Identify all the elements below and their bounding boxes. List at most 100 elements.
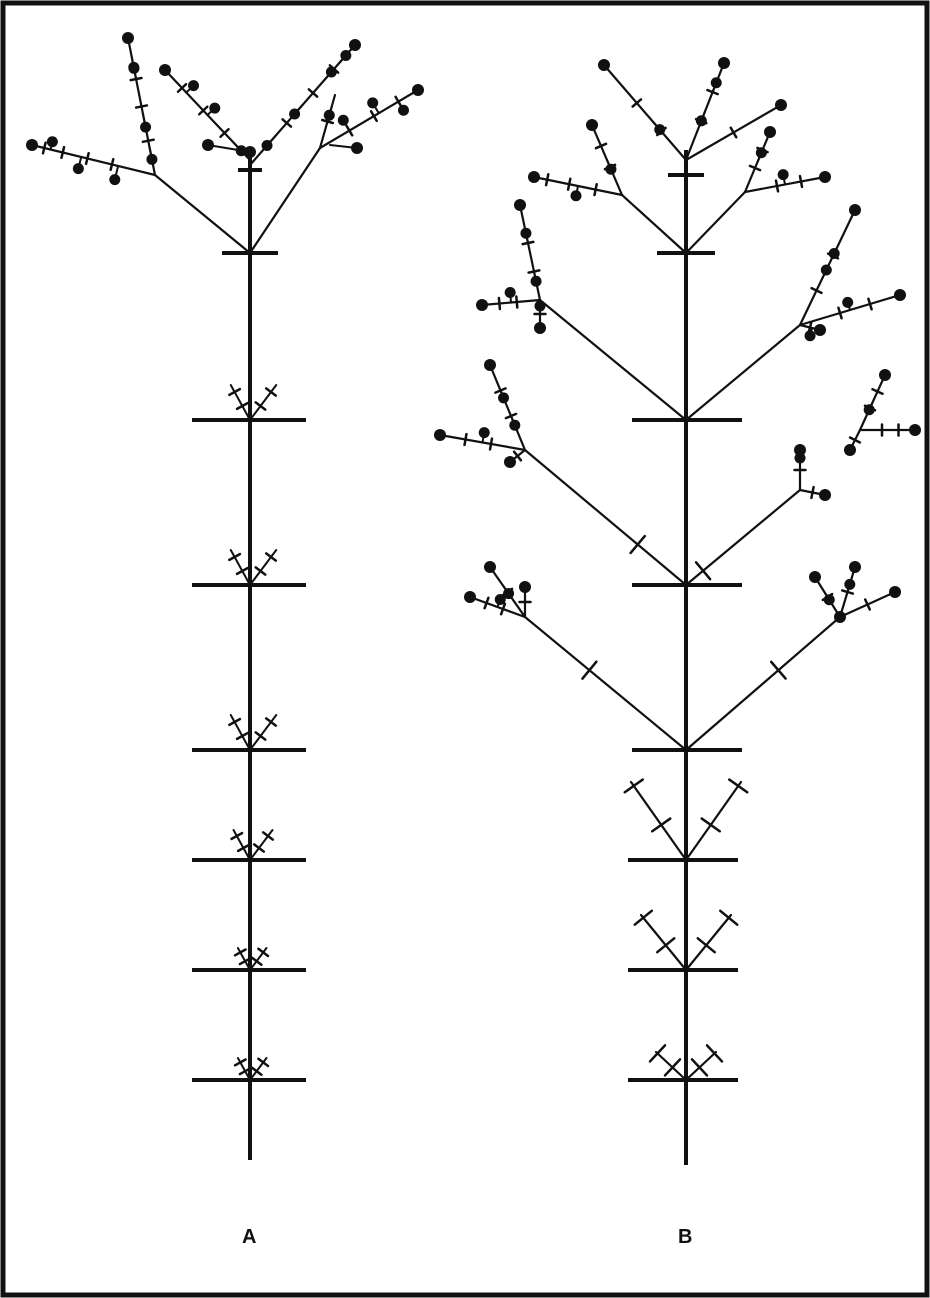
fruit — [598, 59, 610, 71]
fruit — [570, 190, 582, 202]
fruit — [844, 444, 856, 456]
fruit — [498, 392, 510, 404]
node-tick — [696, 937, 717, 954]
fruit — [710, 77, 722, 89]
node-tick — [463, 432, 468, 447]
fruit — [349, 39, 361, 51]
node-tick — [230, 831, 244, 841]
node-tick — [718, 909, 739, 926]
node-tick — [837, 306, 843, 320]
node-tick — [60, 145, 66, 160]
node-tick — [264, 552, 278, 562]
branch — [488, 363, 527, 452]
pedicel — [329, 144, 358, 149]
fruit — [476, 299, 488, 311]
fruit — [122, 32, 134, 44]
fruit — [777, 169, 789, 181]
plant-a-diagram — [26, 32, 424, 1160]
node-tick — [694, 561, 712, 581]
node-tick — [254, 731, 267, 741]
bud-twig — [629, 780, 688, 862]
fruit — [909, 424, 921, 436]
fruit — [412, 84, 424, 96]
fruit — [844, 578, 856, 590]
fruit — [504, 287, 516, 299]
fruit — [534, 322, 546, 334]
node-tick — [631, 98, 643, 108]
fruit — [509, 419, 521, 431]
fruit — [530, 275, 542, 287]
node-tick — [257, 947, 270, 958]
fruit — [695, 115, 707, 127]
fruit — [109, 174, 121, 186]
node-tick — [515, 295, 519, 309]
node-tick — [690, 1058, 709, 1077]
node-tick — [252, 843, 266, 853]
node-tick — [705, 1044, 724, 1063]
fruit — [834, 611, 846, 623]
fruit — [514, 199, 526, 211]
fruit — [879, 369, 891, 381]
node-tick — [633, 909, 654, 926]
node-tick — [483, 596, 490, 610]
node-tick — [871, 387, 884, 396]
lateral-branch — [523, 615, 688, 752]
node-tick — [863, 598, 872, 611]
bud-twig — [229, 549, 251, 586]
node-tick — [320, 118, 335, 125]
fruit — [188, 80, 200, 92]
node-tick — [254, 566, 267, 576]
fruit — [337, 114, 349, 126]
fruit — [809, 571, 821, 583]
node-tick — [593, 182, 598, 197]
bud-twig — [684, 1050, 718, 1082]
plant-b-diagram — [434, 57, 921, 1165]
node-tick — [566, 177, 572, 191]
lateral-branch — [620, 193, 688, 255]
fruit — [842, 296, 854, 308]
node-tick — [369, 110, 378, 123]
bud-twig — [654, 1050, 688, 1082]
lateral-branch — [248, 146, 322, 255]
node-tick — [594, 142, 608, 150]
fruit — [520, 227, 532, 239]
node-tick — [228, 552, 242, 562]
bud-twig — [249, 384, 278, 421]
fruit — [894, 289, 906, 301]
fruit — [325, 66, 337, 78]
node-tick — [235, 566, 249, 576]
node-tick — [257, 1057, 270, 1068]
lateral-branch — [538, 298, 688, 422]
fruit — [804, 330, 816, 342]
fruit — [528, 171, 540, 183]
fruit — [814, 324, 826, 336]
node-tick — [228, 717, 242, 727]
node-tick — [238, 957, 252, 966]
lateral-branch — [684, 615, 842, 752]
node-tick — [544, 173, 550, 187]
fruit — [464, 591, 476, 603]
fruit — [764, 126, 776, 138]
bud-twig — [684, 780, 743, 862]
node-tick — [84, 151, 90, 166]
fruit — [209, 102, 221, 114]
fruit — [46, 136, 58, 148]
node-tick — [663, 1058, 682, 1077]
node-tick — [769, 660, 787, 680]
node-tick — [235, 731, 249, 741]
node-tick — [254, 401, 267, 411]
fruit — [128, 62, 140, 74]
node-tick — [648, 1044, 667, 1063]
node-tick — [228, 387, 242, 397]
node-tick — [109, 157, 115, 172]
fruit — [146, 153, 158, 165]
fruit — [534, 300, 546, 312]
node-tick — [264, 387, 278, 397]
pedicel — [207, 144, 239, 151]
fruit — [140, 121, 152, 133]
fruit — [261, 140, 273, 152]
node-tick — [623, 778, 644, 794]
node-tick — [261, 831, 275, 841]
